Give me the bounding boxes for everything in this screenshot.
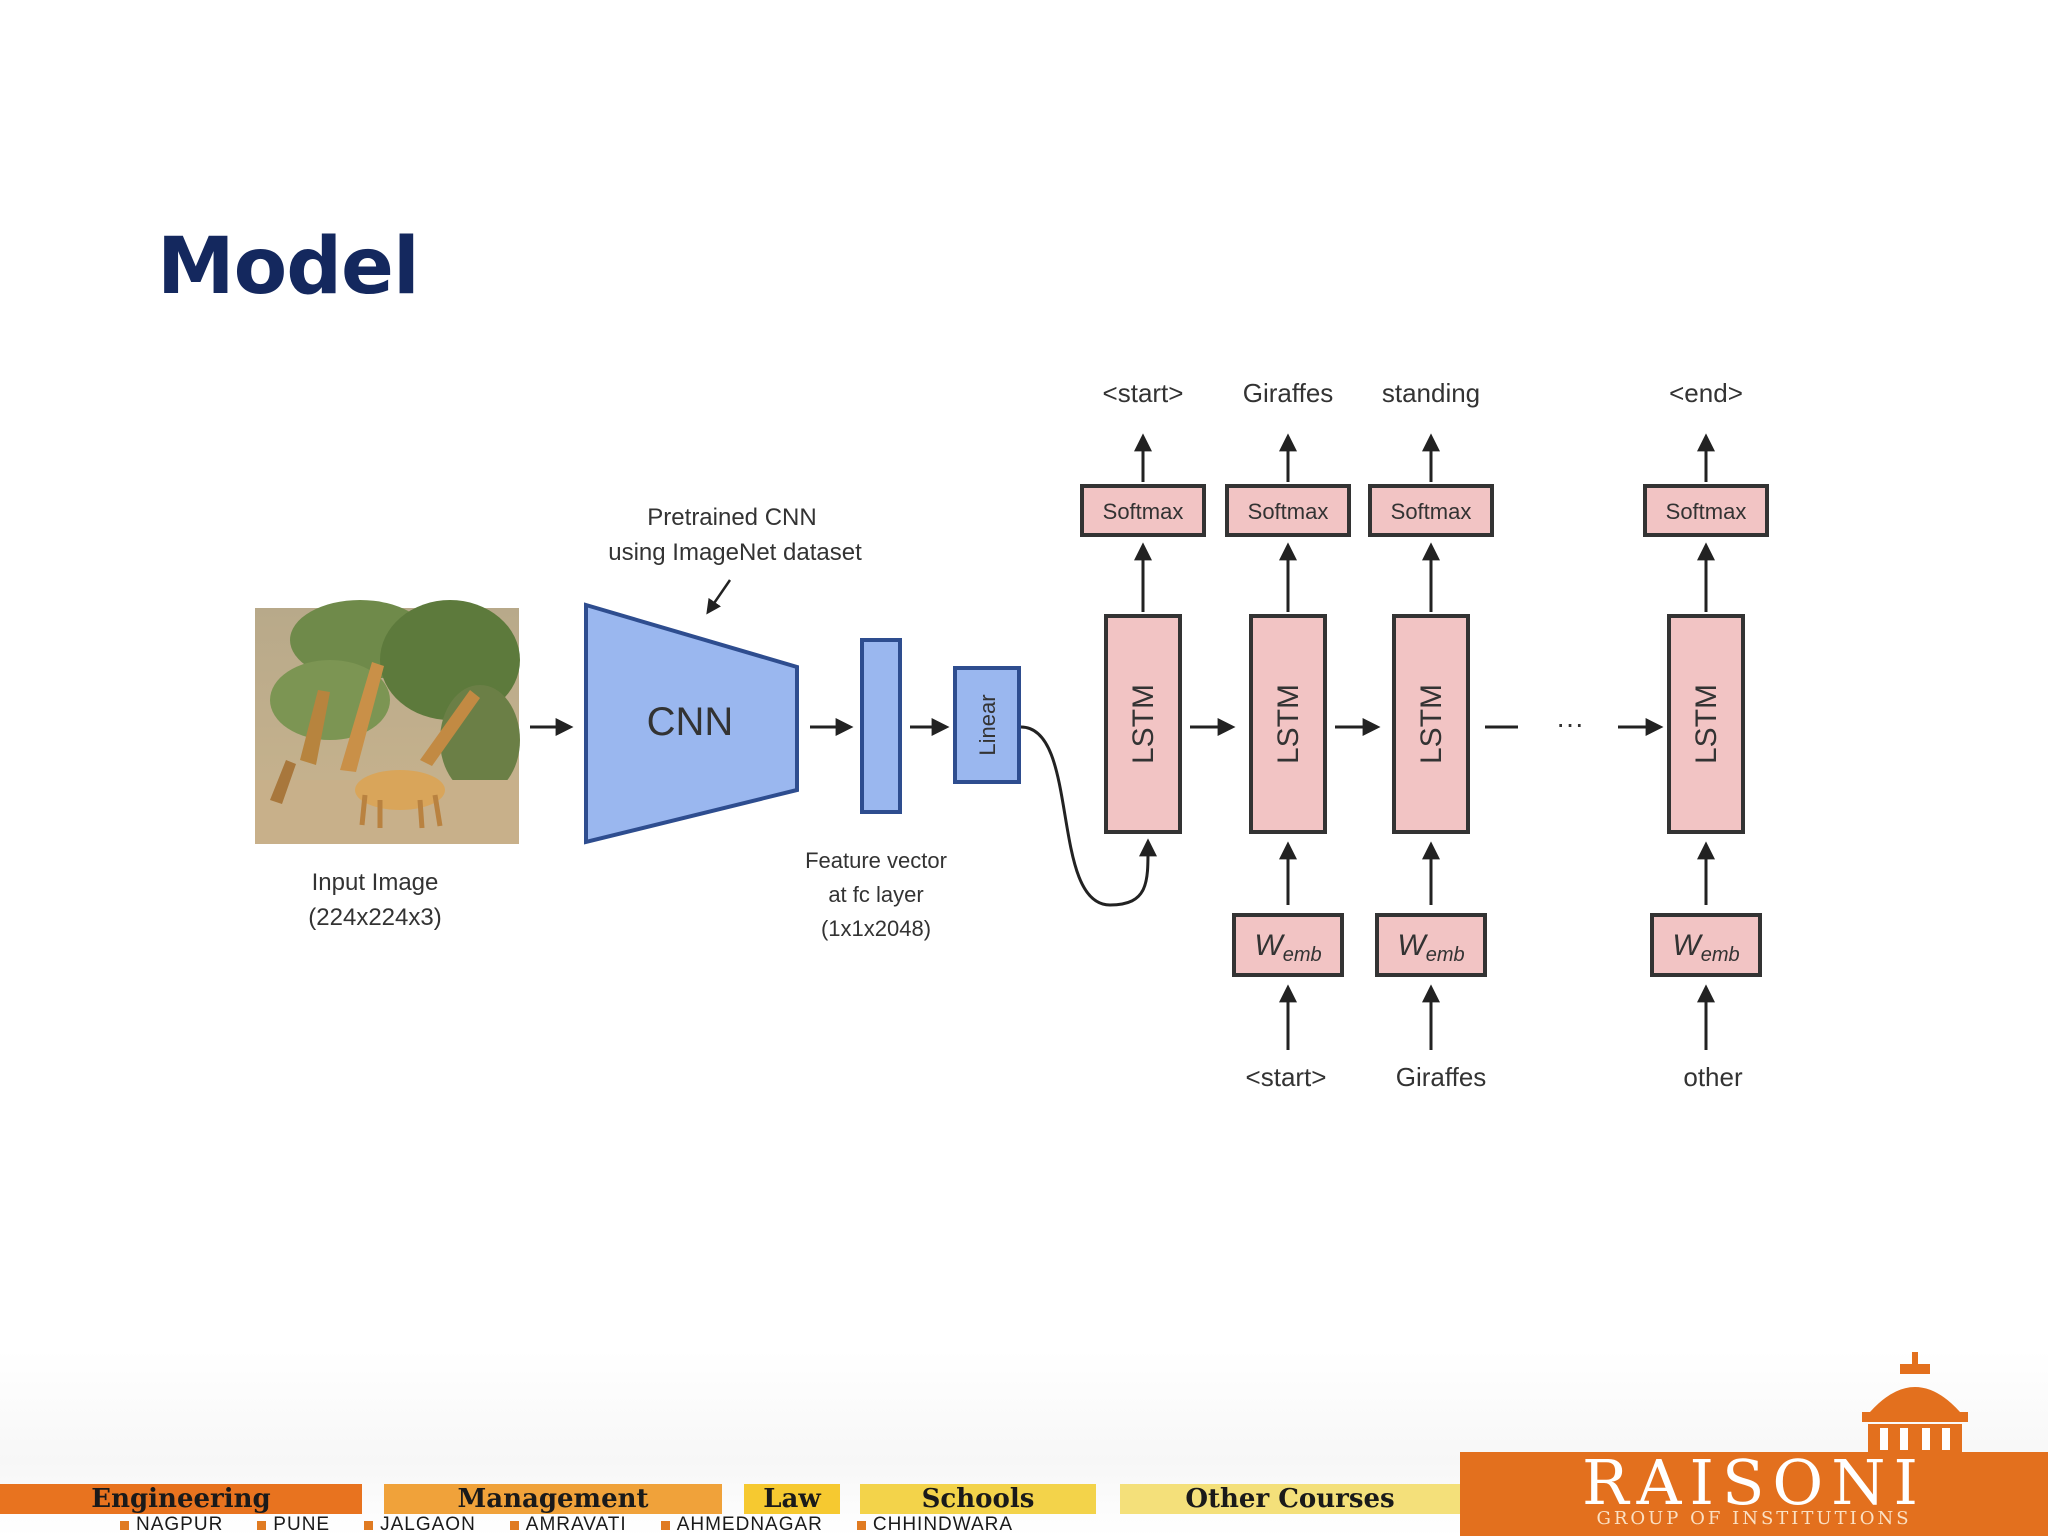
footer-category: Other Courses: [1120, 1484, 1460, 1514]
bullet-icon: [120, 1520, 129, 1530]
footer-category: Law: [744, 1484, 840, 1514]
wemb-box: [1232, 913, 1344, 977]
softmax-label: Softmax: [1248, 499, 1329, 524]
slide-title: Model: [157, 222, 420, 312]
footer-city: AHMEDNAGAR: [660, 1514, 823, 1536]
wemb-label: Wemb: [1254, 929, 1321, 966]
feature-vector-label-1: Feature vector: [805, 848, 947, 873]
footer-city: CHHINDWARA: [856, 1514, 1013, 1536]
city-list: NAGPUR PUNE JALGAON AMRAVATI AHMEDNAGAR CHHIN…: [120, 1514, 1013, 1536]
softmax-box: [1643, 484, 1769, 537]
logo-name: RAISONI: [1582, 1446, 1926, 1519]
cnn-block: [584, 602, 799, 845]
bullet-icon: [364, 1520, 374, 1530]
feature-vector-label-2: at fc layer: [828, 882, 923, 907]
bullet-icon: [509, 1520, 519, 1530]
footer-city: JALGAON: [364, 1514, 476, 1536]
bullet-icon: [660, 1520, 670, 1530]
input-word: <start>: [1246, 1062, 1327, 1092]
logo-dome-icon: [1862, 1352, 1968, 1454]
input-image-size: (224x224x3): [308, 904, 441, 931]
cnn-label: CNN: [647, 700, 734, 744]
output-word: Giraffes: [1243, 378, 1334, 408]
input-image-label: Input Image: [312, 869, 439, 896]
softmax-label: Softmax: [1391, 499, 1472, 524]
cnn-annotation-line2: using ImageNet dataset: [608, 539, 862, 566]
bullet-icon: [257, 1520, 267, 1530]
lstm-block: [1392, 614, 1470, 834]
lstm-label: LSTM: [1272, 684, 1305, 764]
softmax-box: [1225, 484, 1351, 537]
footer-city: NAGPUR: [120, 1514, 223, 1536]
footer-category: Schools: [860, 1484, 1096, 1514]
ellipsis: ···: [1556, 708, 1584, 739]
connector-linear-lstm: [1020, 725, 1158, 907]
output-word: <end>: [1669, 378, 1743, 408]
linear-label: Linear: [975, 694, 1000, 755]
footer-category: Engineering: [0, 1484, 362, 1514]
input-word: Giraffes: [1396, 1062, 1487, 1092]
linear-block: [953, 666, 1021, 784]
output-word: <start>: [1103, 378, 1184, 408]
cnn-annotation-arrow: [706, 579, 732, 615]
wemb-box: [1650, 913, 1762, 977]
bullet-icon: [856, 1520, 866, 1530]
input-image: [255, 600, 520, 844]
lstm-block: [1667, 614, 1745, 834]
cnn-annotation-line1: Pretrained CNN: [647, 504, 816, 531]
softmax-box: [1368, 484, 1494, 537]
wemb-box: [1375, 913, 1487, 977]
softmax-label: Softmax: [1666, 499, 1747, 524]
logo-background: [1460, 1452, 2048, 1536]
footer-city: AMRAVATI: [509, 1514, 627, 1536]
footer-category: Management: [384, 1484, 722, 1514]
wemb-label: Wemb: [1672, 929, 1739, 966]
softmax-label: Softmax: [1103, 499, 1184, 524]
output-word: standing: [1382, 378, 1480, 408]
wemb-label: Wemb: [1397, 929, 1464, 966]
lstm-label: LSTM: [1415, 684, 1448, 764]
feature-vector-label-3: (1x1x2048): [821, 916, 931, 941]
lstm-block: [1104, 614, 1182, 834]
footer-city: PUNE: [257, 1514, 330, 1536]
lstm-block: [1249, 614, 1327, 834]
logo-tagline: GROUP OF INSTITUTIONS: [1596, 1508, 1912, 1529]
input-word: other: [1683, 1062, 1743, 1092]
feature-vector-block: [860, 638, 902, 814]
lstm-label: LSTM: [1690, 684, 1723, 764]
lstm-label: LSTM: [1127, 684, 1160, 764]
softmax-box: [1080, 484, 1206, 537]
model-diagram: Input Image (224x224x3) CNN Pretrained C…: [255, 378, 1769, 1092]
